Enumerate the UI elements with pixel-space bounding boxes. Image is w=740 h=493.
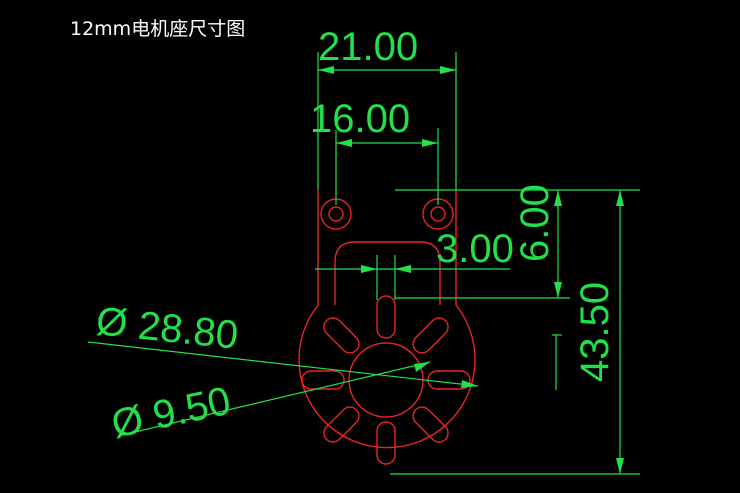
dim-slot-3: 3.00	[436, 227, 514, 271]
dim-offset-6: 6.00	[513, 184, 557, 262]
mount-body-outline	[298, 190, 476, 449]
dim-width-21: 21.00	[318, 25, 418, 69]
dim-outer-diameter: Ø 28.80	[94, 299, 240, 358]
inner-cutout	[334, 241, 441, 305]
dim-inner-diameter: Ø 9.50	[108, 379, 235, 447]
center-hub	[348, 342, 424, 418]
mount-hole-left-inner	[328, 206, 344, 222]
dim-height-43-5: 43.50	[573, 282, 617, 382]
mount-hole-right-inner	[430, 206, 446, 222]
drawing-title: 12mm电机座尺寸图	[70, 18, 246, 40]
dimension-lines	[87, 52, 640, 475]
dim-hole-spacing-16: 16.00	[310, 97, 410, 141]
part-outline	[298, 190, 476, 465]
radial-slots	[301, 295, 471, 465]
